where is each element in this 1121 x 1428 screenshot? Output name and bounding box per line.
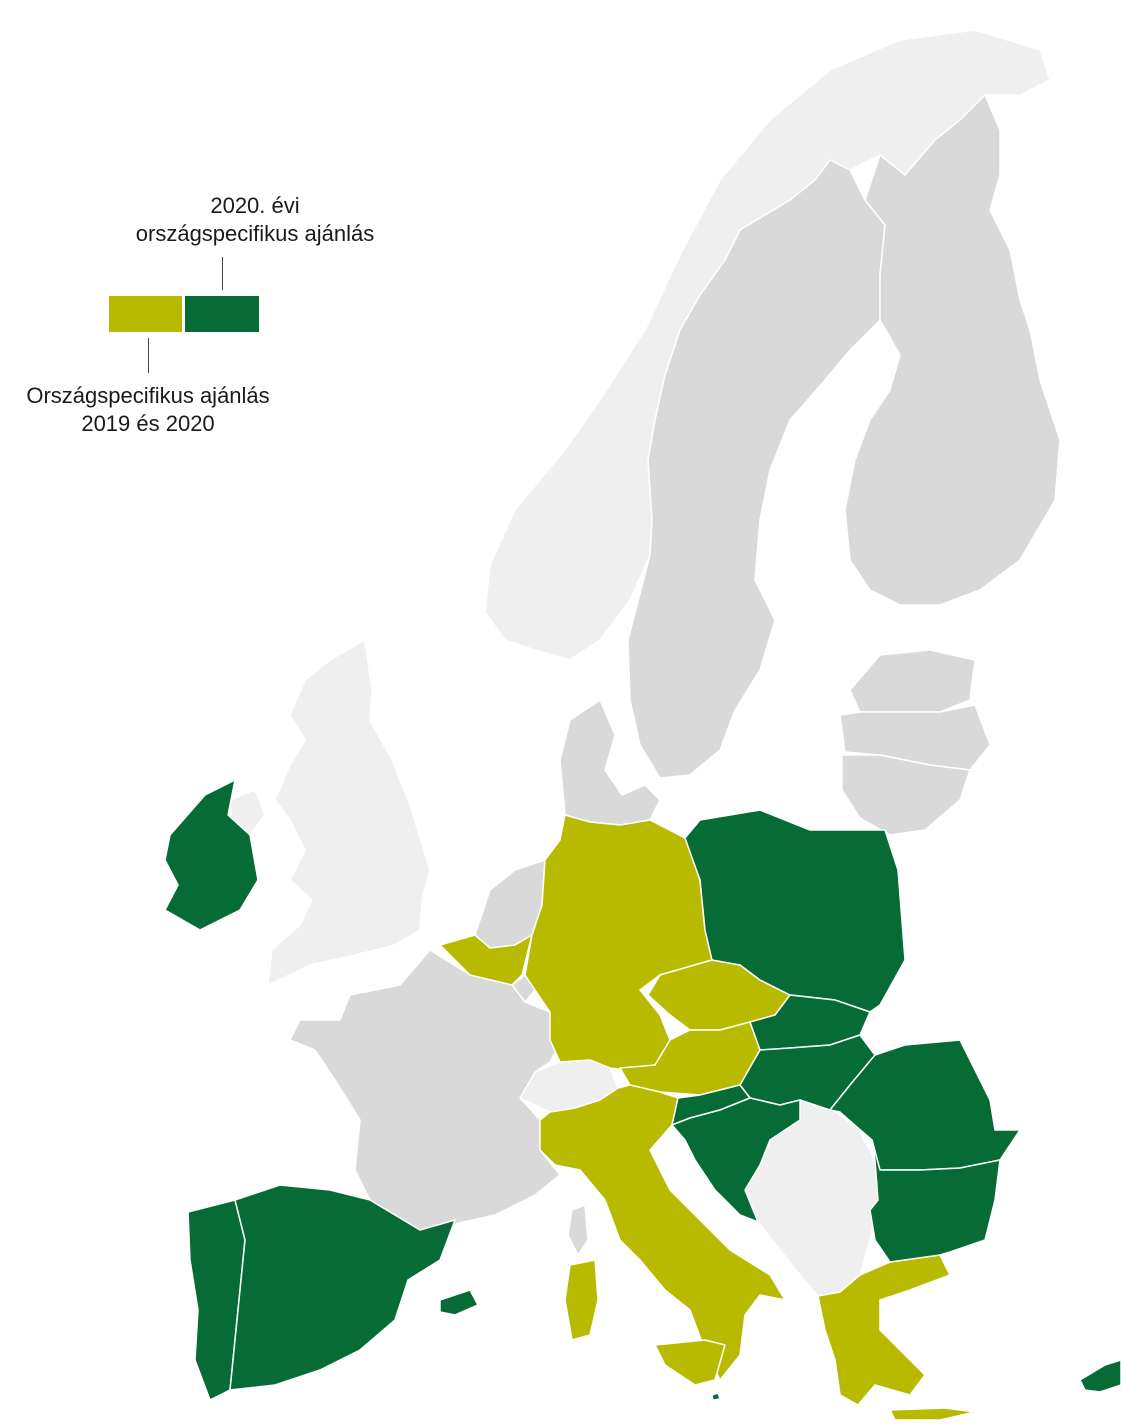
country-sardinia bbox=[564, 1259, 599, 1341]
country-germany bbox=[524, 814, 713, 1071]
country-greece bbox=[817, 1254, 951, 1406]
country-finland bbox=[844, 94, 1061, 606]
legend-leader-line-2020 bbox=[222, 257, 223, 290]
country-bulgaria bbox=[869, 1139, 1001, 1263]
country-ireland bbox=[164, 779, 259, 931]
country-corsica bbox=[567, 1204, 589, 1256]
country-sicily bbox=[654, 1339, 726, 1386]
country-italy bbox=[539, 1084, 786, 1381]
legend-swatch-2019-2020 bbox=[109, 296, 182, 332]
country-croatia bbox=[671, 1097, 801, 1223]
legend-leader-line-2019-2020 bbox=[148, 338, 149, 373]
country-estonia bbox=[849, 649, 976, 713]
legend-label-2020: 2020. évi országspecifikus ajánlás bbox=[130, 192, 380, 248]
country-france bbox=[289, 949, 566, 1231]
country-cyprus bbox=[1079, 1359, 1121, 1393]
country-malta bbox=[711, 1392, 721, 1401]
legend-label-2020-line1: 2020. évi bbox=[210, 193, 300, 218]
country-united-kingdom bbox=[267, 639, 431, 986]
country-balearic-islands bbox=[439, 1289, 479, 1316]
country-latvia bbox=[839, 704, 991, 771]
legend-swatch-2020 bbox=[185, 296, 259, 332]
country-sweden bbox=[627, 159, 886, 779]
legend-label-2019-2020: Országspecifikus ajánlás 2019 és 2020 bbox=[0, 382, 296, 438]
country-spain bbox=[229, 1184, 456, 1391]
legend-label-2019-2020-line1: Országspecifikus ajánlás bbox=[26, 383, 270, 408]
country-lithuania bbox=[841, 754, 971, 836]
legend-label-2020-line2: országspecifikus ajánlás bbox=[135, 221, 375, 246]
legend-label-2019-2020-line2: 2019 és 2020 bbox=[81, 411, 215, 436]
country-crete bbox=[889, 1407, 976, 1421]
